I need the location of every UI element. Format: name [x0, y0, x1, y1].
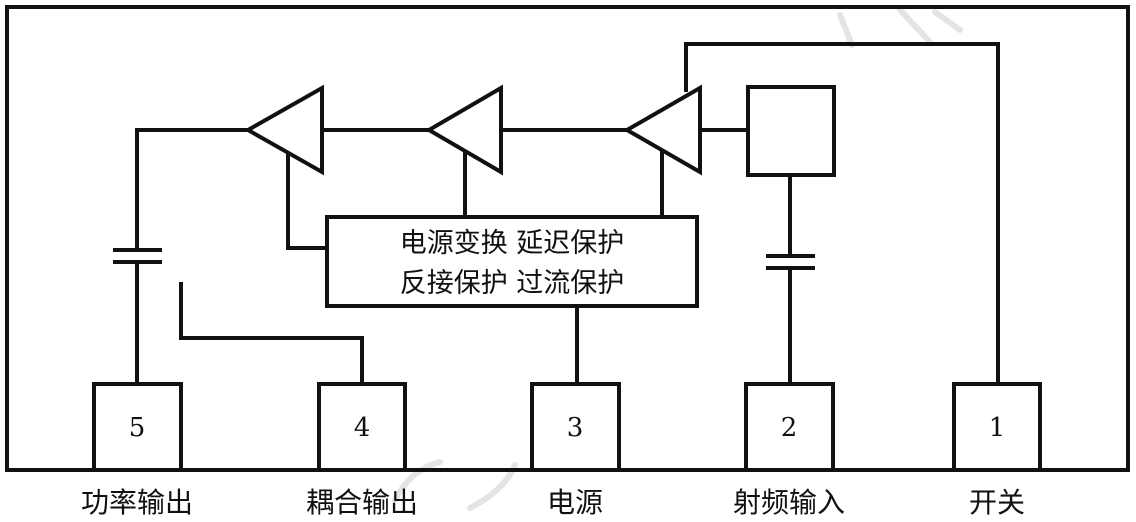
power-block-line-1: 电源变换 延迟保护 — [400, 228, 625, 259]
pin-4-label: 耦合输出 — [306, 486, 418, 519]
amplifier-stage-1 — [622, 84, 702, 176]
wire-coupler — [179, 282, 364, 386]
wire-switch — [684, 42, 1000, 386]
input-capacitor — [766, 254, 815, 270]
amplifier-stage-3 — [243, 84, 324, 176]
pin-4-number: 4 — [354, 413, 371, 443]
pin-1: 1 — [952, 382, 1042, 472]
pin-5-label: 功率输出 — [81, 486, 193, 519]
amplifier-stage-2 — [425, 84, 503, 176]
wiring — [135, 42, 1000, 386]
pin-1-number: 1 — [989, 413, 1006, 443]
wire-power-stage3 — [286, 151, 329, 250]
pin-2-number: 2 — [781, 413, 798, 443]
output-capacitor — [113, 248, 162, 264]
input-network-box — [746, 85, 836, 177]
pin-3-label: 电源 — [547, 486, 603, 519]
power-protection-block — [325, 215, 699, 308]
power-block-line-2: 反接保护 过流保护 — [400, 268, 625, 299]
pin-5: 5 — [92, 382, 183, 472]
pin-3: 3 — [530, 382, 621, 472]
pin-1-label: 开关 — [969, 486, 1025, 519]
wire-output-top — [135, 128, 250, 250]
pin-3-number: 3 — [567, 413, 584, 443]
pin-2: 2 — [744, 382, 835, 472]
pin-4: 4 — [317, 382, 407, 472]
pin-5-number: 5 — [129, 413, 146, 443]
pin-2-label: 射频输入 — [733, 486, 845, 519]
